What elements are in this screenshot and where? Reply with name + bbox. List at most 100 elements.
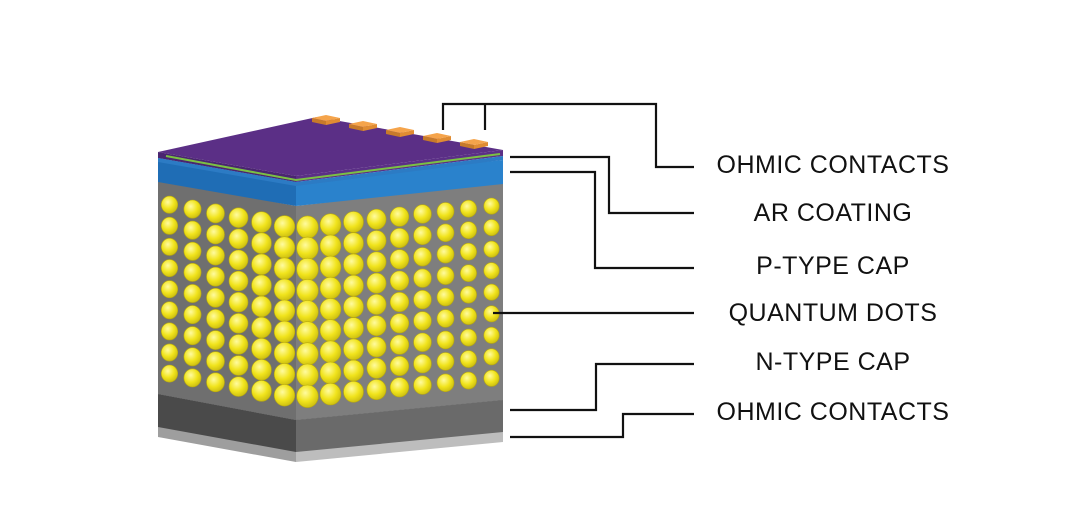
- quantum-dot: [206, 224, 225, 245]
- ohmic-contact-bar-side: [386, 130, 400, 137]
- dots-left-face: [158, 180, 296, 420]
- quantum-dot: [273, 299, 296, 322]
- quantum-dot: [366, 336, 387, 358]
- quantum-dot: [296, 321, 319, 345]
- quantum-dot: [296, 236, 319, 260]
- quantum-dot: [436, 266, 455, 285]
- quantum-dot: [389, 355, 410, 376]
- quantum-dot: [161, 237, 179, 256]
- quantum-dot: [389, 291, 410, 312]
- quantum-dot: [319, 255, 342, 279]
- quantum-dot: [296, 342, 319, 366]
- bottom-ohmic-contact-right: [296, 430, 503, 462]
- quantum-dot: [228, 228, 249, 250]
- quantum-dot: [389, 313, 410, 334]
- quantum-dot: [228, 249, 249, 271]
- quantum-dot: [389, 206, 410, 227]
- quantum-dot: [183, 368, 202, 388]
- quantum-dot: [436, 373, 455, 392]
- ohmic-contact-bar-top: [423, 133, 451, 139]
- quantum-dot: [319, 382, 342, 406]
- ohmic-contact-bar-top: [312, 115, 340, 121]
- quantum-dot: [436, 223, 455, 243]
- quantum-dot: [389, 270, 410, 291]
- ar-coating-green-line: [165, 153, 501, 182]
- quantum-dot: [343, 338, 364, 361]
- quantum-dot: [161, 216, 179, 235]
- quantum-dot: [436, 309, 455, 328]
- quantum-dot: [366, 379, 387, 401]
- quantum-dot: [483, 219, 500, 237]
- quantum-dot: [319, 361, 342, 385]
- quantum-dot: [343, 359, 364, 382]
- quantum-dot: [413, 332, 432, 352]
- n-type-cap-left-face: [158, 394, 296, 452]
- bottom-ohmic-contact-left: [158, 425, 296, 462]
- quantum-dot: [183, 199, 202, 219]
- quantum-dot: [483, 348, 500, 366]
- quantum-dot: [251, 253, 272, 275]
- label-quantum-dots: QUANTUM DOTS: [728, 299, 938, 327]
- leader-ohmic-contacts-bottom: [510, 412, 694, 439]
- label-ohmic-contacts-top: OHMIC CONTACTS: [716, 151, 950, 179]
- quantum-dot: [161, 301, 179, 320]
- quantum-dot: [343, 274, 364, 297]
- quantum-dot: [251, 380, 272, 402]
- label-ar-coating: AR COATING: [753, 199, 913, 227]
- ohmic-contact-bar-side: [460, 142, 474, 149]
- quantum-dot: [183, 220, 202, 240]
- quantum-dot: [273, 257, 296, 280]
- ar-coating-top-face: [158, 117, 503, 176]
- quantum-dot: [206, 330, 225, 350]
- quantum-dot: [296, 257, 319, 282]
- quantum-dot: [206, 351, 225, 372]
- leader-p-type-cap: [510, 170, 694, 270]
- ohmic-contact-bar-side: [423, 136, 437, 143]
- quantum-dot: [366, 357, 387, 379]
- quantum-dot: [161, 259, 179, 278]
- quantum-dot: [251, 232, 272, 254]
- quantum-dot: [228, 313, 249, 334]
- quantum-dot: [319, 276, 342, 300]
- quantum-dots: [161, 195, 500, 408]
- ohmic-contact-bar-front: [326, 118, 340, 125]
- n-type-cap-right-face: [296, 400, 503, 452]
- quantum-dot: [183, 347, 202, 367]
- label-p-type-cap: P-TYPE CAP: [756, 252, 910, 280]
- quantum-dot: [366, 208, 387, 230]
- quantum-dot: [460, 328, 477, 347]
- quantum-dot: [389, 377, 410, 398]
- quantum-dot: [296, 384, 319, 408]
- quantum-dot: [273, 215, 296, 238]
- quantum-dot: [228, 334, 249, 355]
- quantum-dot: [343, 296, 364, 318]
- quantum-dot: [366, 272, 387, 294]
- ohmic-contact-bar-front: [474, 142, 488, 149]
- quantum-dot: [161, 343, 179, 362]
- quantum-dot: [460, 199, 477, 218]
- quantum-dot: [161, 195, 179, 214]
- top-ohmic-contacts: [312, 115, 488, 149]
- quantum-dot: [251, 316, 272, 339]
- quantum-dot: [413, 311, 432, 331]
- quantum-dot: [319, 319, 342, 342]
- quantum-dot: [460, 307, 477, 325]
- quantum-dot: [483, 197, 500, 215]
- quantum-dot: [273, 384, 296, 407]
- quantum-dot: [389, 249, 410, 270]
- quantum-dot: [483, 240, 500, 258]
- quantum-dot: [413, 247, 432, 267]
- quantum-dot: [206, 245, 225, 266]
- quantum-dot: [319, 213, 342, 236]
- quantum-dot: [413, 225, 432, 245]
- quantum-dot: [436, 330, 455, 350]
- quantum-dot: [183, 305, 202, 325]
- quantum-dot: [206, 203, 225, 224]
- quantum-dot: [273, 320, 296, 344]
- p-type-cap-left-face: [158, 158, 296, 206]
- quantum-dot: [251, 211, 272, 233]
- quantum-dot: [206, 266, 225, 287]
- quantum-dot: [183, 284, 202, 303]
